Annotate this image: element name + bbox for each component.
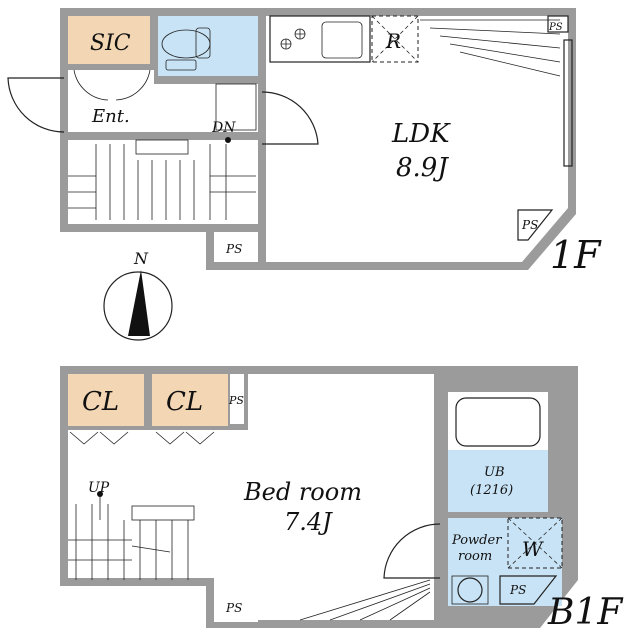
label-fridge: R — [385, 29, 401, 53]
label-powder-1: Powder — [451, 533, 502, 548]
label-ps-b1f-top: PS — [228, 394, 244, 407]
ps-1f-a — [214, 232, 258, 262]
floor-label-b1f: B1F — [547, 592, 624, 633]
label-ldk-name: LDK — [391, 119, 451, 149]
stair-lines-1f — [420, 19, 561, 77]
label-ub: UB — [484, 465, 505, 480]
sic-closet — [68, 16, 150, 64]
powder-room-door — [383, 523, 441, 579]
ldk-door — [261, 91, 319, 145]
label-cl-2: CL — [166, 387, 203, 417]
hall — [154, 84, 258, 132]
ps-b1f-left — [214, 594, 258, 622]
ps-b1f-right — [499, 575, 558, 605]
stair-lines-b1f — [299, 579, 431, 621]
label-ps-1f-b: PS — [548, 22, 563, 33]
stair-treads-1f — [68, 139, 256, 220]
ldk-window — [563, 39, 573, 167]
label-ps-b1f-right: PS — [509, 583, 526, 597]
cl-closet-2 — [152, 374, 228, 426]
entrance — [68, 70, 154, 132]
stove-icon — [280, 28, 306, 50]
first-floor — [7, 8, 576, 270]
compass — [103, 270, 173, 341]
label-ub-size: (1216) — [470, 483, 513, 498]
bathtub-icon — [455, 397, 541, 447]
kitchen-counter — [269, 15, 371, 63]
label-ps-b1f-left: PS — [225, 601, 242, 615]
toilet-room — [158, 16, 258, 76]
label-powder-2: room — [458, 549, 492, 564]
bedroom-lower — [68, 430, 434, 578]
ps-1f-c — [517, 209, 554, 241]
ps-b1f-top — [230, 374, 244, 424]
stair-1f — [68, 140, 258, 224]
compass-label: N — [133, 249, 149, 268]
floor-label-1f: 1F — [550, 233, 602, 277]
label-bed-size: 7.4J — [284, 508, 333, 536]
basement-floor — [60, 366, 578, 628]
bedroom-upper — [248, 374, 434, 434]
sink-icon — [321, 21, 363, 59]
label-ps-1f-a: PS — [225, 242, 242, 256]
compass-arrow-icon — [128, 270, 150, 336]
toilet-icon — [161, 27, 211, 71]
label-dn: DN — [211, 120, 236, 136]
label-washer: W — [522, 537, 544, 561]
ps-1f-b — [547, 15, 569, 33]
wash-basin-icon — [457, 577, 483, 603]
dn-marker — [225, 137, 231, 143]
label-ps-1f-c: PS — [521, 218, 538, 232]
entrance-door — [7, 77, 65, 133]
label-sic: SIC — [90, 31, 131, 56]
closet-door-marks — [69, 431, 215, 445]
up-marker — [97, 491, 103, 497]
label-cl-1: CL — [82, 387, 119, 417]
cl-closet-1 — [68, 374, 144, 426]
ldk-room — [266, 16, 568, 262]
label-bed-name: Bed room — [243, 478, 362, 506]
label-ent: Ent. — [91, 106, 130, 127]
label-up: UP — [88, 480, 110, 496]
stair-treads-b1f — [68, 496, 195, 580]
label-ldk-size: 8.9J — [396, 153, 449, 183]
bathtub-area — [448, 392, 548, 450]
